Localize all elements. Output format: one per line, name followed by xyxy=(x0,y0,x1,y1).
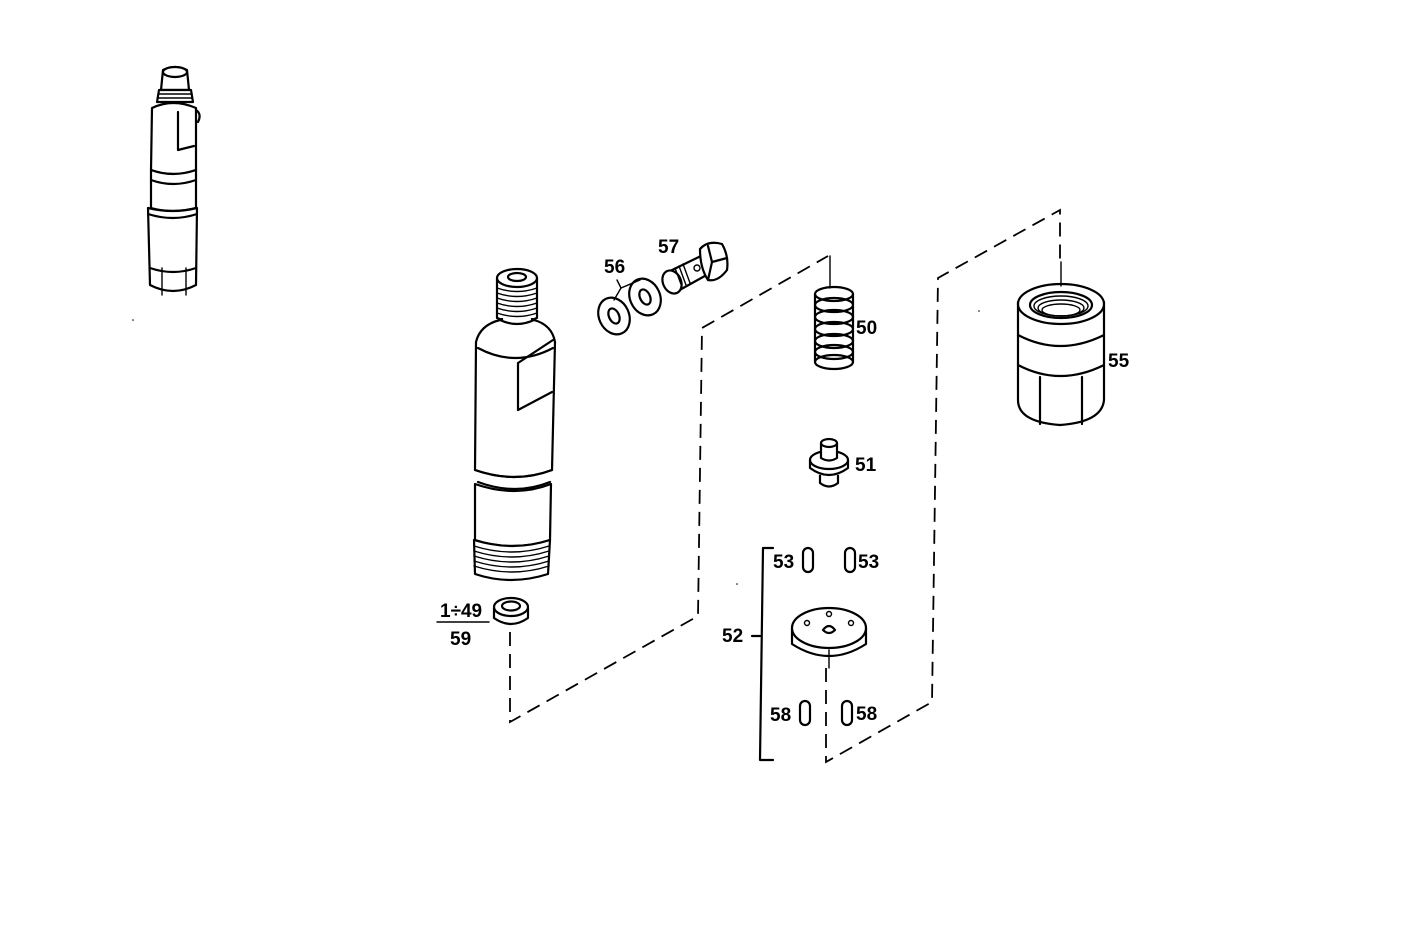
group-bracket xyxy=(758,546,775,762)
pins-53 xyxy=(801,546,857,574)
intermediate-plate xyxy=(790,606,868,658)
injector-body xyxy=(472,267,557,582)
banjo-bolt xyxy=(661,241,729,295)
nozzle-nut xyxy=(1016,282,1106,427)
callout-50: 50 xyxy=(856,318,878,339)
pins-58 xyxy=(798,699,854,727)
callout-58-right: 58 xyxy=(856,704,878,725)
reference-injector-thumbnail xyxy=(146,65,201,296)
callout-1-49: 1÷49 xyxy=(440,601,483,622)
washers xyxy=(597,277,662,336)
spring xyxy=(813,285,855,371)
callout-51: 51 xyxy=(855,455,877,476)
callout-52: 52 xyxy=(722,626,744,647)
callout-55: 55 xyxy=(1108,351,1130,372)
callout-58-left: 58 xyxy=(770,705,792,726)
callout-57: 57 xyxy=(658,237,680,258)
callout-56: 56 xyxy=(604,257,626,278)
assembly-dashed-lines xyxy=(509,208,1061,764)
spring-seat xyxy=(808,437,850,488)
leader-lines xyxy=(436,255,1062,669)
callout-53-left: 53 xyxy=(773,552,795,573)
callout-53-right: 53 xyxy=(858,552,880,573)
callout-59: 59 xyxy=(450,629,472,650)
seal-washer xyxy=(492,596,530,626)
